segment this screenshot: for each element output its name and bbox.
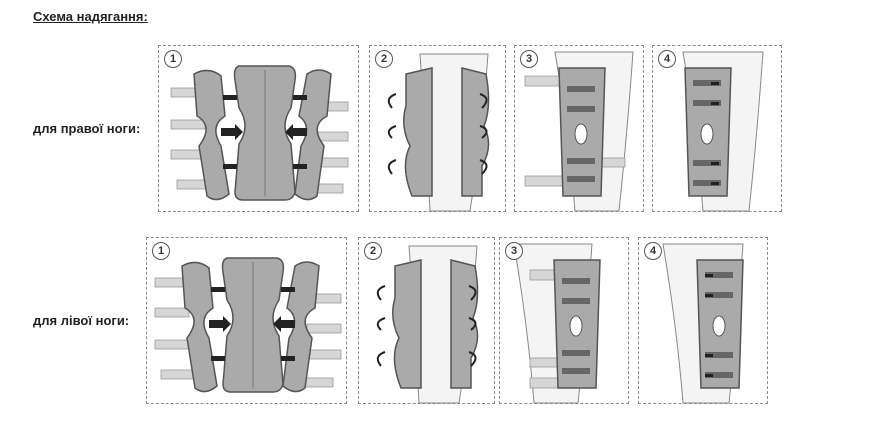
page-title: Схема надягання: xyxy=(33,9,148,24)
step-panel-right-4: 4 xyxy=(652,45,782,212)
brace-parts-illustration xyxy=(170,65,349,201)
step-number-badge: 1 xyxy=(164,50,182,68)
step-number-badge: 3 xyxy=(520,50,538,68)
brace-wrap-illustration xyxy=(376,245,479,404)
brace-fastened-illustration xyxy=(682,51,764,212)
step-number-badge: 2 xyxy=(375,50,393,68)
step-panel-right-3: 3 xyxy=(514,45,644,212)
step-number-badge: 2 xyxy=(364,242,382,260)
brace-on-leg-illustration xyxy=(513,243,601,404)
step-panel-left-1: 1 xyxy=(146,237,347,404)
step-number-badge: 4 xyxy=(644,242,662,260)
step-panel-left-4: 4 xyxy=(638,237,768,404)
brace-on-leg-illustration xyxy=(524,51,634,212)
row-label-right-leg: для правої ноги: xyxy=(33,121,141,136)
step-number-badge: 4 xyxy=(658,50,676,68)
step-panel-right-2: 2 xyxy=(369,45,506,212)
brace-parts-illustration xyxy=(154,257,342,393)
brace-wrap-illustration xyxy=(387,53,490,212)
brace-fastened-illustration xyxy=(662,243,744,404)
step-panel-left-3: 3 xyxy=(499,237,629,404)
row-label-left-leg: для лівої ноги: xyxy=(33,313,130,328)
step-panel-left-2: 2 xyxy=(358,237,495,404)
step-number-badge: 3 xyxy=(505,242,523,260)
step-number-badge: 1 xyxy=(152,242,170,260)
step-panel-right-1: 1 xyxy=(158,45,359,212)
